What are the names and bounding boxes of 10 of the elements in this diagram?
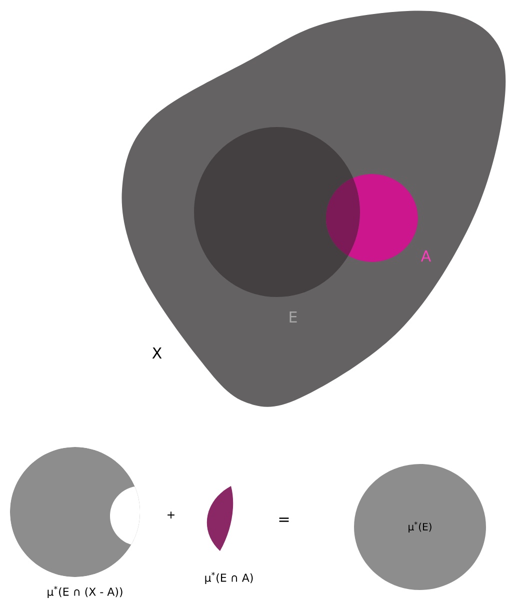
set-label: E [290,312,297,322]
disc: μ$^{*}$(E) [354,464,486,590]
set-ellipse [194,127,360,297]
operator-sign: + [168,512,174,518]
leaf-shape [206,486,234,551]
set-label: A [420,250,431,262]
operator-sign: = [279,518,289,522]
set-label: μ$^{*}$(E ∩ A) [205,572,253,584]
set-label: μ$^{*}$(E ∩ (X - A)) [48,586,122,598]
set-label: X [152,348,162,358]
